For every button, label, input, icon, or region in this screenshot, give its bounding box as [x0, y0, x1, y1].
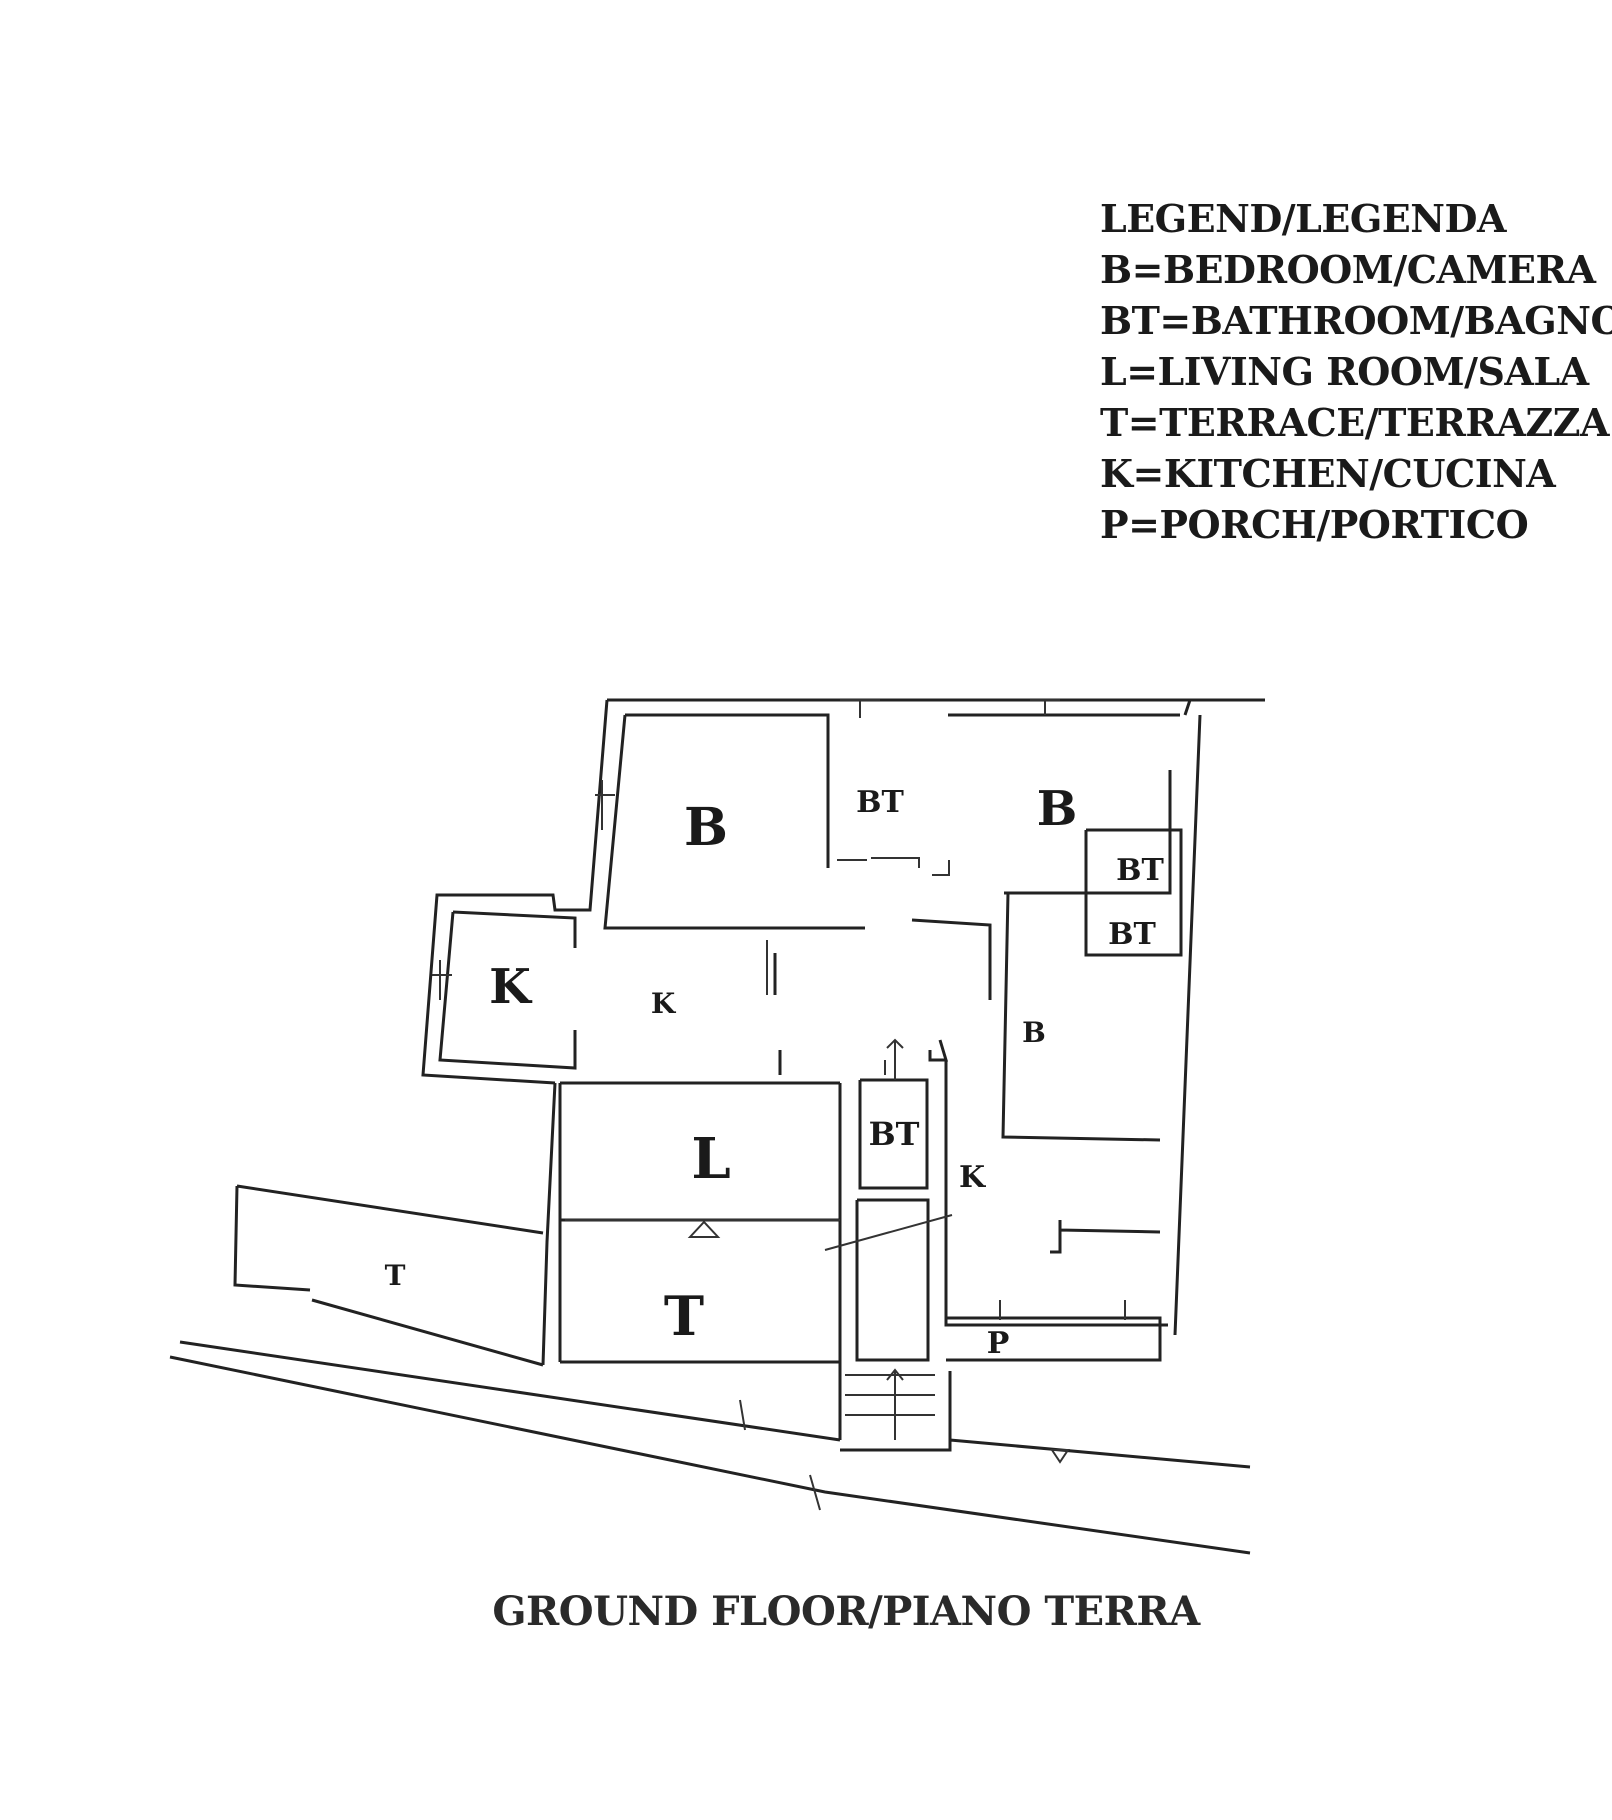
- room-label-bedroom-3: B: [1022, 1016, 1046, 1049]
- room-label-living: L: [691, 1126, 730, 1192]
- room-label-bathroom-3: BT: [1108, 917, 1156, 952]
- interior-details: [432, 699, 1126, 1511]
- legend-item-kitchen: K=KITCHEN/CUCINA: [1100, 451, 1556, 496]
- room-label-bathroom-1: BT: [856, 785, 904, 820]
- room-label-kitchen-3: K: [959, 1160, 986, 1195]
- legend-item-terrace: T=TERRACE/TERRAZZA: [1100, 400, 1609, 445]
- legend-item-porch: P=PORCH/PORTICO: [1100, 502, 1529, 547]
- room-labels: B BT B BT BT K K B L BT K T T P: [385, 781, 1165, 1361]
- room-label-bathroom-2: BT: [1116, 853, 1164, 888]
- room-label-bathroom-4: BT: [869, 1115, 920, 1153]
- room-label-porch: P: [987, 1326, 1010, 1361]
- floor-caption: GROUND FLOOR/PIANO TERRA: [492, 1588, 1200, 1635]
- legend-item-bathroom: BT=BATHROOM/BAGNO: [1100, 298, 1612, 343]
- legend-item-living-room: L=LIVING ROOM/SALA: [1100, 349, 1589, 394]
- legend: LEGEND/LEGENDA B=BEDROOM/CAMERA BT=BATHR…: [1100, 193, 1612, 550]
- room-label-bedroom-1: B: [684, 797, 728, 858]
- legend-item-bedroom: B=BEDROOM/CAMERA: [1100, 247, 1596, 292]
- room-label-kitchen-1: K: [489, 959, 533, 1015]
- exterior-walls: [169, 698, 1265, 1555]
- legend-title: LEGEND/LEGENDA: [1100, 196, 1506, 241]
- room-label-kitchen-2: K: [651, 987, 677, 1020]
- room-label-bedroom-2: B: [1037, 781, 1078, 837]
- room-label-terrace-1: T: [385, 1259, 406, 1292]
- room-label-terrace-2: T: [664, 1284, 704, 1348]
